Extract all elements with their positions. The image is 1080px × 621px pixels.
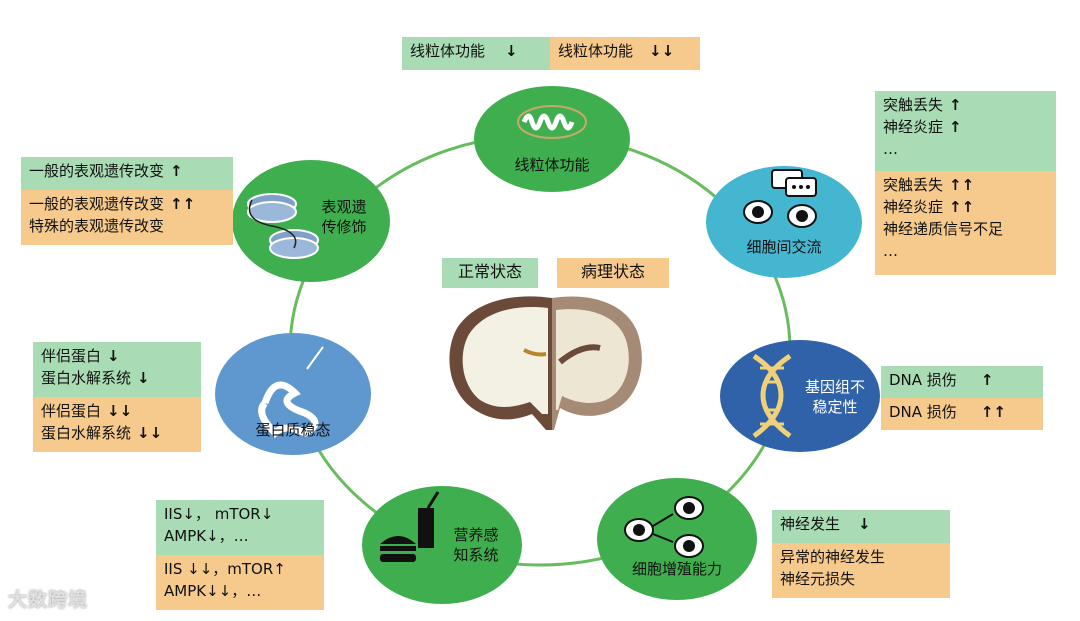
prolif-pathological-box: 异常的神经发生 神经元损失	[772, 543, 950, 598]
genome-normal-item: DNA 损伤	[889, 371, 957, 389]
nutrient-normal-item: AMPK↓，…	[164, 527, 249, 545]
mitochondria-icon	[517, 105, 587, 139]
double-arrow-up-icon: ↑↑	[980, 403, 1006, 421]
node-mitochondria-label: 线粒体功能	[514, 156, 590, 174]
prolif-path-item: 异常的神经发生	[780, 548, 886, 566]
node-epigenetic: 表观遗 传修饰	[232, 160, 390, 282]
prolif-path-item: 神经元损失	[780, 570, 856, 588]
double-arrow-up-icon: ↑↑	[949, 176, 975, 194]
double-arrow-down-icon: ↓↓	[649, 42, 675, 60]
genome-path-item: DNA 损伤	[889, 403, 957, 421]
epi-normal-box: 一般的表观遗传改变 ↑	[21, 157, 233, 190]
node-epigenetic-label-1: 表观遗	[321, 198, 367, 216]
prolif-normal-box: 神经发生 ↓	[772, 510, 950, 543]
epi-pathological-box: 一般的表观遗传改变 ↑↑ 特殊的表观遗传改变	[21, 190, 233, 245]
node-genome-label-2: 稳定性	[812, 398, 858, 416]
legend-normal: 正常状态	[442, 258, 538, 288]
comm-normal-item: …	[883, 140, 898, 158]
double-arrow-down-icon: ↓↓	[137, 424, 163, 442]
double-arrow-up-icon: ↑↑	[170, 195, 196, 213]
dna-icon	[752, 353, 792, 439]
node-proteostasis-label: 蛋白质稳态	[255, 421, 331, 439]
epi-normal-item: 一般的表观遗传改变	[29, 162, 165, 180]
proteo-pathological-box: 伴侣蛋白 ↓↓ 蛋白水解系统 ↓↓	[33, 397, 201, 452]
watermark: 大数跨境	[8, 589, 89, 611]
arrow-down-icon: ↓	[107, 347, 120, 365]
comm-path-item: 神经递质信号不足	[883, 220, 1004, 238]
node-communication-label: 细胞间交流	[746, 238, 822, 256]
node-genome: 基因组不 稳定性	[720, 340, 880, 452]
epi-path-item: 一般的表观遗传改变	[29, 195, 165, 213]
mito-pathological-box: 线粒体功能 ↓↓	[550, 37, 700, 70]
node-nutrient: 营养感 知系统	[362, 486, 522, 604]
genome-normal-box: DNA 损伤 ↑	[881, 366, 1043, 398]
comm-pathological-box: 突触丢失 ↑↑ 神经炎症 ↑↑ 神经递质信号不足 …	[875, 171, 1056, 275]
double-arrow-up-icon: ↑↑	[949, 198, 975, 216]
arrow-down-icon: ↓	[858, 515, 871, 533]
proteo-normal-item: 伴侣蛋白	[41, 347, 102, 365]
nutrient-normal-box: IIS↓， mTOR↓ AMPK↓，…	[156, 500, 324, 555]
brain-illustration	[449, 296, 642, 430]
node-genome-label-1: 基因组不	[804, 378, 865, 396]
legend-pathological: 病理状态	[557, 258, 669, 288]
comm-path-item: …	[883, 242, 898, 260]
nutrient-normal-item: IIS↓， mTOR↓	[164, 505, 274, 523]
node-proteostasis: 蛋白质稳态	[215, 333, 371, 455]
proteo-path-item: 伴侣蛋白	[41, 402, 102, 420]
arrow-up-icon: ↑	[980, 371, 994, 389]
node-proliferation-label: 细胞增殖能力	[631, 560, 722, 578]
fast-food-icon	[380, 491, 440, 562]
arrow-down-icon: ↓	[137, 369, 150, 387]
comm-path-item: 神经炎症	[883, 198, 944, 216]
proteo-normal-box: 伴侣蛋白 ↓ 蛋白水解系统 ↓	[33, 342, 201, 397]
node-communication: 细胞间交流	[706, 166, 862, 278]
cell-division-icon	[624, 496, 704, 558]
proteo-normal-item: 蛋白水解系统	[41, 369, 132, 387]
nutrient-path-item: IIS ↓↓，mTOR↑	[164, 560, 286, 578]
mito-normal-text: 线粒体功能	[410, 42, 486, 60]
comm-normal-item: 神经炎症	[883, 118, 944, 136]
node-mitochondria: 线粒体功能	[474, 86, 630, 192]
comm-normal-box: 突触丢失 ↑ 神经炎症 ↑ …	[875, 91, 1056, 171]
node-epigenetic-label-2: 传修饰	[321, 218, 367, 236]
node-nutrient-label-1: 营养感	[453, 526, 499, 544]
proteo-path-item: 蛋白水解系统	[41, 424, 132, 442]
mito-normal-box: 线粒体功能 ↓	[402, 37, 550, 70]
epi-path-item: 特殊的表观遗传改变	[29, 217, 165, 235]
node-nutrient-label-2: 知系统	[453, 546, 499, 564]
nutrient-pathological-box: IIS ↓↓，mTOR↑ AMPK↓↓，…	[156, 555, 324, 610]
arrow-down-icon: ↓	[505, 42, 518, 60]
arrow-up-icon: ↑	[170, 162, 183, 180]
nutrient-path-item: AMPK↓↓，…	[164, 582, 262, 600]
comm-normal-item: 突触丢失	[883, 96, 944, 114]
protein-icon	[258, 346, 324, 438]
histone-icon	[247, 193, 319, 259]
double-arrow-down-icon: ↓↓	[107, 402, 133, 420]
prolif-normal-item: 神经发生	[780, 515, 841, 533]
arrow-up-icon: ↑	[949, 118, 962, 136]
arrow-up-icon: ↑	[949, 96, 962, 114]
eyes-chat-icon	[743, 169, 817, 228]
comm-path-item: 突触丢失	[883, 176, 944, 194]
genome-pathological-box: DNA 损伤 ↑↑	[881, 398, 1043, 430]
mito-pathological-text: 线粒体功能	[558, 42, 634, 60]
node-proliferation: 细胞增殖能力	[597, 478, 757, 600]
